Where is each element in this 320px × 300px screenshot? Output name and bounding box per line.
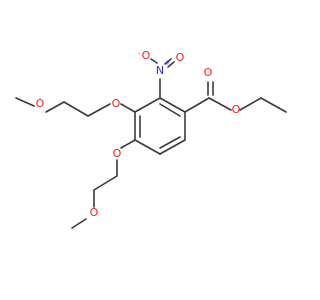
upper-ether-bond-4: [45, 101, 65, 113]
ester-oxygen-bond: [208, 97, 232, 111]
nitro-top-oxygen-label: O: [142, 49, 151, 62]
nitro-right-oxygen-label: O: [176, 51, 185, 64]
nitro-right-bond-a: [164, 58, 172, 65]
nitro-plus-label: +: [164, 59, 170, 67]
ethyl-bond-1: [239, 97, 262, 111]
upper-ether-bond-5: [15, 97, 35, 107]
lower-ether-bond-1: [120, 139, 136, 149]
nitro-top-bond: [150, 58, 158, 64]
lower-ether-bond-5: [71, 218, 87, 229]
lower-ether-bond-3: [93, 175, 118, 191]
nitro-minus-label: -: [138, 50, 141, 58]
nitro-nitrogen-label: N: [156, 64, 164, 77]
structure-diagram: O O N + O - O O O O O: [15, 49, 287, 229]
nitro-right-bond-b: [167, 61, 175, 68]
upper-ether-bond-2: [87, 103, 111, 117]
ring-double-bond: [159, 103, 181, 117]
ring-bond: [134, 139, 161, 155]
ester-oxygen-label: O: [232, 103, 241, 116]
molecule-svg: O O N + O - O O O O O: [15, 49, 287, 229]
ethyl-bond-2: [260, 97, 287, 113]
upper-ether-terminal-oxygen-label: O: [36, 97, 45, 110]
ring-bond: [159, 139, 186, 155]
upper-ether-oxygen-label: O: [112, 97, 121, 110]
bond-layer: [15, 58, 287, 229]
ring-bond: [159, 97, 186, 113]
lower-ether-oxygen-label: O: [113, 147, 122, 160]
upper-ether-bond-3: [63, 101, 89, 117]
atom-label-layer: O O N + O - O O O O O: [36, 49, 241, 219]
ester-carbon-bond: [184, 97, 210, 113]
carbonyl-oxygen-label: O: [204, 66, 213, 79]
ring-double-bond: [159, 136, 181, 149]
upper-ether-bond-1: [120, 103, 136, 113]
ring-bond: [134, 97, 161, 113]
lower-ether-terminal-oxygen-label: O: [90, 206, 99, 219]
